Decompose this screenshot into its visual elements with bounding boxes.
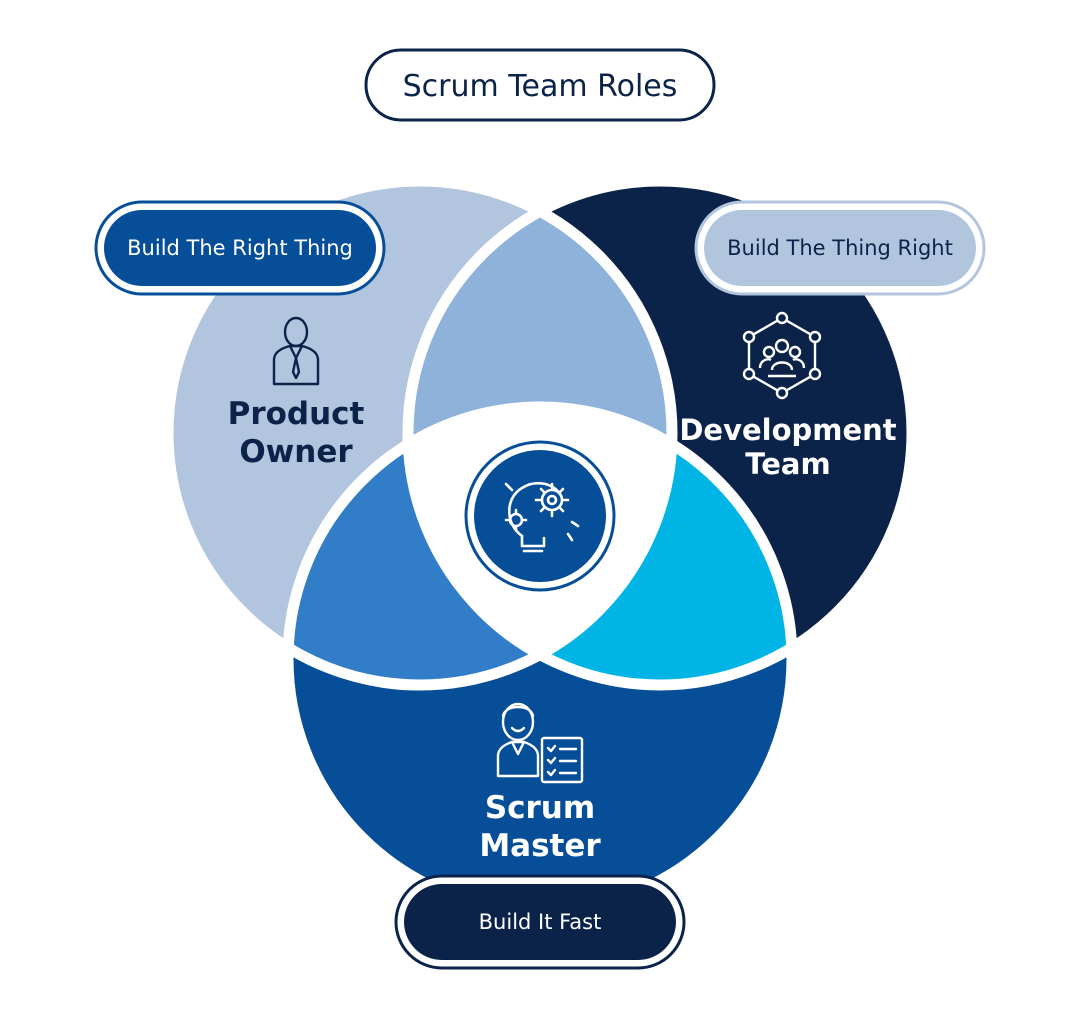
- development-team-label-line2: Team: [745, 447, 830, 481]
- businessman-icon: [272, 316, 320, 386]
- development-team-tagline-pill: Build The Thing Right: [694, 200, 986, 296]
- scrum-master-tagline: Build It Fast: [479, 910, 602, 934]
- development-team-tagline: Build The Thing Right: [727, 236, 953, 260]
- dt-outline: [402, 175, 918, 691]
- center-emblem: [464, 440, 616, 592]
- product-owner-label-line2: Owner: [239, 434, 353, 470]
- development-team-label-line1: Development: [679, 413, 896, 447]
- scrum-master-label-line2: Master: [479, 828, 601, 864]
- lightbulb-gears-icon: [504, 481, 580, 553]
- title-pill: Scrum Team Roles: [364, 48, 716, 122]
- product-owner-tagline: Build The Right Thing: [127, 236, 353, 260]
- scrum-master-tagline-pill: Build It Fast: [394, 874, 686, 970]
- po-outline: [162, 175, 678, 691]
- diagram-title: Scrum Team Roles: [403, 69, 678, 104]
- product-owner-tagline-pill: Build The Right Thing: [94, 200, 386, 296]
- product-owner-label-line1: Product: [228, 396, 365, 432]
- team-network-icon: [742, 311, 822, 400]
- manager-checklist-icon: [496, 702, 584, 784]
- scrum-master-label-line1: Scrum: [485, 790, 595, 826]
